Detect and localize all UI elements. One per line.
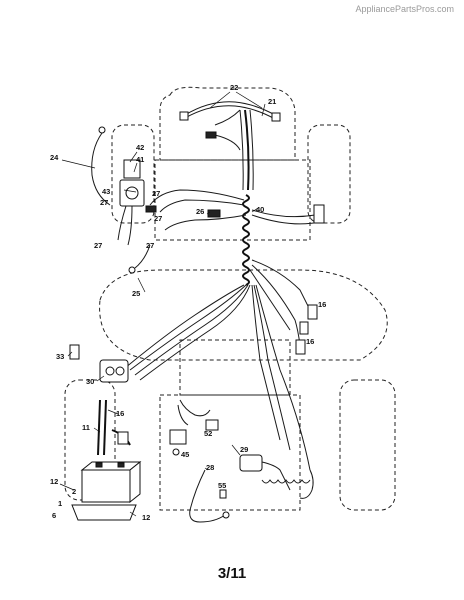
headlight-connector	[205, 131, 217, 139]
callout-2: 2	[72, 487, 76, 496]
deck-outline	[99, 269, 388, 361]
switch-plug	[145, 205, 157, 213]
frame-outline	[154, 159, 311, 241]
connector-26	[207, 209, 221, 218]
rear-frame-outline	[159, 394, 301, 511]
callout-11: 11	[82, 423, 90, 432]
headlight-bulb-right	[271, 112, 281, 122]
watermark-text: AppliancePartsPros.com	[355, 4, 454, 14]
callout-33: 33	[56, 352, 64, 361]
switch-bracket	[123, 159, 141, 179]
rear-right-wheel-outline	[339, 379, 396, 511]
harness-wrap-40	[242, 194, 250, 286]
connector-16-bottom	[295, 339, 306, 355]
connector-52	[205, 419, 219, 431]
front-left-wheel-outline	[111, 124, 155, 224]
callout-12b: 12	[142, 513, 150, 522]
connector-right-mid	[299, 321, 309, 335]
lower-harness	[169, 399, 314, 523]
callout-1: 1	[58, 499, 62, 508]
ground-wire-24	[91, 126, 111, 206]
tractor-outline	[64, 86, 396, 511]
main-harness	[124, 109, 321, 471]
front-right-wheel-outline	[307, 124, 351, 224]
seat-area-outline	[179, 339, 291, 396]
callout-40: 40	[256, 205, 264, 214]
callout-16c: 16	[116, 409, 124, 418]
battery-cable-boot	[117, 431, 129, 445]
page-number: 3/11	[217, 565, 247, 582]
callout-24: 24	[50, 153, 59, 162]
connector-headlight-right	[313, 204, 325, 224]
callout-27b: 27	[100, 198, 108, 207]
coiled-wire	[261, 479, 311, 484]
callout-27d: 27	[94, 241, 102, 250]
callout-30: 30	[86, 377, 94, 386]
battery-assembly	[71, 399, 142, 521]
fuse-block	[169, 429, 187, 445]
callout-16b: 16	[306, 337, 314, 346]
callout-52: 52	[204, 429, 212, 438]
callout-27e: 27	[146, 241, 154, 250]
callout-42: 42	[136, 143, 144, 152]
callout-16a: 16	[318, 300, 326, 309]
battery-cable-11	[97, 399, 101, 456]
callout-28: 28	[206, 463, 214, 472]
callout-43: 43	[102, 187, 110, 196]
callout-25: 25	[132, 289, 140, 298]
callout-21: 21	[268, 97, 276, 106]
callout-55: 55	[218, 481, 226, 490]
callout-6: 6	[52, 511, 56, 520]
callout-27c: 27	[154, 214, 162, 223]
callout-45: 45	[181, 450, 189, 459]
clip-33	[69, 344, 80, 360]
connector-16-top	[307, 304, 318, 320]
callout-27a: 27	[152, 189, 160, 198]
battery-tray	[71, 504, 137, 521]
callout-22: 22	[230, 83, 238, 92]
hood-outline	[159, 86, 296, 161]
solenoid-30	[99, 359, 129, 383]
headlight-harness	[179, 101, 281, 151]
key-switch-assembly	[117, 159, 157, 246]
bolt-55	[219, 489, 227, 499]
callout-26: 26	[196, 207, 204, 216]
pto-switch-29	[239, 454, 291, 491]
battery	[81, 469, 131, 503]
callout-29: 29	[240, 445, 248, 454]
wire-28	[189, 469, 226, 523]
callout-12a: 12	[50, 477, 58, 486]
callout-41: 41	[136, 155, 144, 164]
wire-25	[128, 244, 151, 274]
callouts: 22 21 24 42 41 43 27 27 27 26 40 27 27 2…	[50, 83, 326, 522]
headlight-bulb-left	[179, 111, 189, 121]
leader-lines	[59, 91, 266, 517]
terminal-45	[172, 448, 180, 456]
